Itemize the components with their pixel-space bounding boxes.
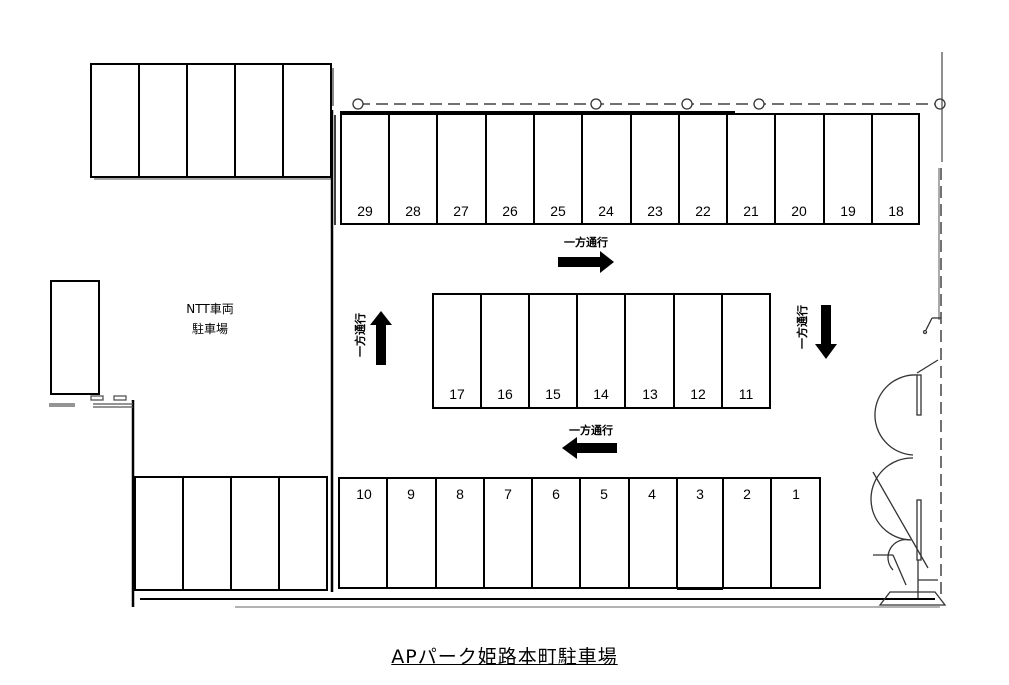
arrow-left-icon <box>562 437 617 459</box>
space-number: 5 <box>600 486 608 502</box>
space-number: 21 <box>743 203 759 219</box>
pole-icon <box>934 98 946 110</box>
space-number: 15 <box>545 386 561 402</box>
building <box>50 280 100 395</box>
bottom-left-space-block <box>134 476 328 591</box>
ntt-area-label: NTT車両 <box>186 302 233 316</box>
pole-icon <box>753 98 765 110</box>
space-number: 9 <box>407 486 415 502</box>
space-number: 22 <box>695 203 711 219</box>
one-way-arrow-down: 一方通行 <box>795 305 837 359</box>
one-way-arrow-right: 一方通行 <box>558 235 614 273</box>
middle-row-spaces <box>432 293 771 409</box>
arrow-down-icon <box>815 305 837 359</box>
space-number: 24 <box>598 203 614 219</box>
pole-icon <box>590 98 602 110</box>
space-number: 17 <box>449 386 465 402</box>
space-number: 1 <box>792 486 800 502</box>
space-number: 3 <box>696 486 704 502</box>
svg-text:一方通行: 一方通行 <box>795 305 809 349</box>
top-left-space-block <box>90 63 332 178</box>
space-number: 11 <box>739 386 754 402</box>
space-number: 6 <box>552 486 560 502</box>
one-way-arrow-up: 一方通行 <box>353 311 392 365</box>
space-number: 28 <box>405 203 421 219</box>
svg-text:一方通行: 一方通行 <box>564 235 608 249</box>
pole-icon <box>352 98 364 110</box>
space-number: 10 <box>356 486 372 502</box>
bottom-row-spaces <box>338 477 821 590</box>
space-number: 29 <box>357 203 373 219</box>
top-row-spaces <box>340 113 920 225</box>
svg-text:一方通行: 一方通行 <box>353 313 367 357</box>
space-number: 27 <box>453 203 469 219</box>
space-number: 13 <box>642 386 658 402</box>
space-number: 26 <box>502 203 518 219</box>
arrow-right-icon <box>558 251 614 273</box>
space-number: 2 <box>743 486 751 502</box>
arrow-up-icon <box>370 311 392 365</box>
space-number: 4 <box>648 486 656 502</box>
pole-icon <box>681 98 693 110</box>
svg-text:一方通行: 一方通行 <box>569 423 613 437</box>
one-way-arrow-left: 一方通行 <box>562 423 617 459</box>
space-number: 19 <box>840 203 856 219</box>
space-number: 12 <box>690 386 706 402</box>
space-number: 23 <box>647 203 663 219</box>
space-number: 8 <box>456 486 464 502</box>
parking-lot-map: 29 28 27 26 25 24 23 22 21 20 19 18 17 1… <box>49 52 947 608</box>
entrance-gates <box>870 317 947 606</box>
space-number: 7 <box>504 486 512 502</box>
space-number: 16 <box>497 386 513 402</box>
space-number: 25 <box>550 203 566 219</box>
space-number: 14 <box>593 386 609 402</box>
space-number: 20 <box>791 203 807 219</box>
space-number: 18 <box>888 203 904 219</box>
ntt-area-label: 駐車場 <box>192 321 228 336</box>
page-title: APパーク姫路本町駐車場 <box>391 646 618 668</box>
